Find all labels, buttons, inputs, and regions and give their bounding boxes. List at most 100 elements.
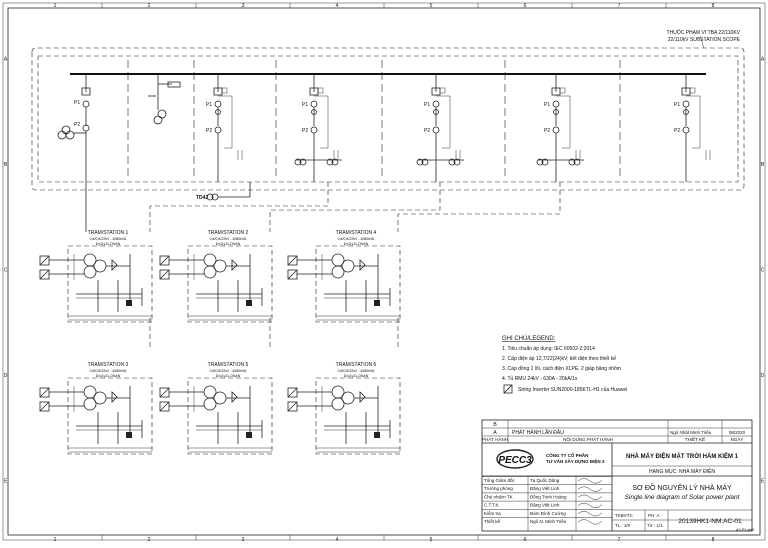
station-title: TRẠM/STATION 6 <box>336 362 377 368</box>
hdr-design: THIẾT KẾ <box>685 436 705 442</box>
station-spec: 0,8/0,8/22kV - 4080kVA <box>90 237 127 241</box>
col-ref-bottom: 4 <box>336 537 339 543</box>
signature <box>577 519 603 525</box>
col-ref-top: 2 <box>148 3 151 9</box>
rev-a-desc: PHÁT HÀNH LẦN ĐẦU <box>512 429 564 436</box>
station-vector: Dy11y11-ONAN <box>216 242 241 246</box>
role-title: Tổng Giám đốc <box>484 477 516 483</box>
inverter-icon <box>503 384 513 394</box>
logo-text: PECC3 <box>498 455 532 466</box>
drawing-number: 20139HK1-NM.AC-01 <box>678 518 742 525</box>
project-category: HẠNG MỤC: NHÀ MÁY ĐIỆN <box>649 467 715 475</box>
cable-bay3 <box>149 182 329 232</box>
col-ref-bottom: 3 <box>242 537 245 543</box>
p1-label: P1 <box>674 102 680 108</box>
cable-bay5 <box>397 182 561 232</box>
row-ref-left: B <box>4 162 8 168</box>
signature <box>577 502 603 509</box>
row-ref-right: E <box>761 478 765 484</box>
company-line-2: TƯ VẤN XÂY DỰNG ĐIỆN 3 <box>546 457 605 464</box>
station-title: TRẠM/STATION 3 <box>88 362 129 368</box>
hdr-content: NỘI DUNG PHÁT HÀNH <box>563 436 613 442</box>
legend-title: GHI CHÚ/LEGEND: <box>502 335 556 342</box>
substation-scope-label-en: 22/110kV SUBSTATION SCOPE <box>668 37 741 43</box>
substation-scope-inner <box>37 55 739 183</box>
project-name: NHÀ MÁY ĐIỆN MẶT TRỜI HÀM KIỆM 1 <box>626 452 739 460</box>
station-title: TRẠM/STATION 5 <box>208 362 249 368</box>
hdr-issue: PHÁT HÀNH <box>482 436 508 442</box>
p2-label: P2 <box>302 128 308 134</box>
inverter-icon <box>159 269 170 280</box>
inverter-icon <box>159 401 170 412</box>
p1-label: P1 <box>74 100 80 106</box>
legend-item-1: 1. Tiêu chuẩn áp dụng: IEC 60502-2:2014 <box>502 345 595 352</box>
stations: TRẠM/STATION 10,8/0,8/22kV - 4080kVADy11… <box>39 230 401 455</box>
role-title: Thiết kế <box>484 519 501 524</box>
signature <box>577 486 603 492</box>
company-logo <box>496 449 534 469</box>
station-spec: 0,8/0,8/22kV - 4080kVA <box>90 369 127 373</box>
stage: TKBVTC <box>615 513 634 518</box>
station-title: TRẠM/STATION 1 <box>88 230 129 236</box>
sheet-no: Tờ : 1/1 <box>647 523 663 528</box>
station-spec: 0,8/0,8/22kV - 4080kVA <box>338 369 375 373</box>
phase: PH: A <box>648 513 660 518</box>
inverter-icon <box>39 401 50 412</box>
role-name: Đồng Trịnh Hoàng <box>530 494 567 499</box>
company-line-1: CÔNG TY CỔ PHẦN <box>546 451 588 458</box>
station-spec: 0,8/0,8/22kV - 4080kVA <box>210 369 247 373</box>
drawing-title-vi: SƠ ĐỒ NGUYÊN LÝ NHÀ MÁY <box>632 482 732 492</box>
aux-bay-1: P1 P2 <box>57 74 91 220</box>
station-1: TRẠM/STATION 10,8/0,8/22kV - 4080kVADy11… <box>39 230 153 323</box>
station-vector: Dy11y11-ONAN <box>96 242 121 246</box>
station-title: TRẠM/STATION 2 <box>208 230 249 236</box>
p2-label: P2 <box>674 128 680 134</box>
row-ref-left: A <box>4 57 8 63</box>
rev-b: B <box>493 422 497 428</box>
role-title: Trưởng phòng <box>484 485 513 491</box>
role-title: C.T.T.K. <box>484 503 500 508</box>
p1-label: P1 <box>206 102 212 108</box>
rev-a-date: 08/2020 <box>729 430 746 435</box>
col-ref-bottom: 2 <box>148 537 151 543</box>
hdr-date: NGÀY <box>731 436 744 442</box>
inverter-icon <box>287 269 298 280</box>
row-ref-left: E <box>4 478 8 484</box>
inverter-icon <box>159 255 170 266</box>
col-ref-top: 3 <box>242 3 245 9</box>
col-ref-bottom: 7 <box>618 537 621 543</box>
role-name: Ngô N. Minh Triều <box>530 519 567 524</box>
station-title: TRẠM/STATION 4 <box>336 230 377 236</box>
inverter-icon <box>39 387 50 398</box>
col-ref-bottom: 6 <box>524 537 527 543</box>
col-ref-top: 4 <box>336 3 339 9</box>
station-vector: Dy11y11-ONAN <box>96 374 121 378</box>
p2-label: P2 <box>544 128 550 134</box>
col-ref-top: 1 <box>54 3 57 9</box>
substation-scope-label: THUỘC PHẠM VI TBA 22/110KV <box>667 29 741 36</box>
station-6: TRẠM/STATION 60,8/0,8/22kV - 4080kVADy11… <box>287 362 401 455</box>
rev-a-by: Ngô Nhật Minh Triều <box>670 430 712 435</box>
col-ref-top: 6 <box>524 3 527 9</box>
cable-bay4 <box>269 182 441 232</box>
station-2: TRẠM/STATION 20,8/0,8/22kV - 4080kVADy11… <box>159 230 273 323</box>
inverter-icon <box>287 255 298 266</box>
col-ref-top: 5 <box>430 3 433 9</box>
legend-inverter: String Inverter SUN2000-185KTL-H1 của Hu… <box>518 386 627 393</box>
scope-leader <box>699 35 705 49</box>
title-block: B A PHÁT HÀNH LẦN ĐẦU Ngô Nhật Minh Triề… <box>481 419 755 532</box>
signature <box>577 478 603 484</box>
feeder-tag: TD42 <box>196 195 208 201</box>
station-vector: Dy11y11-ONAN <box>344 374 369 378</box>
p2-label: P2 <box>74 122 80 128</box>
role-title: Chủ nhiệm TK <box>484 493 513 499</box>
station-3: TRẠM/STATION 40,8/0,8/22kV - 4080kVADy11… <box>287 230 401 323</box>
row-ref-left: D <box>4 373 8 379</box>
rev-a: A <box>493 430 497 436</box>
inverter-icon <box>159 387 170 398</box>
